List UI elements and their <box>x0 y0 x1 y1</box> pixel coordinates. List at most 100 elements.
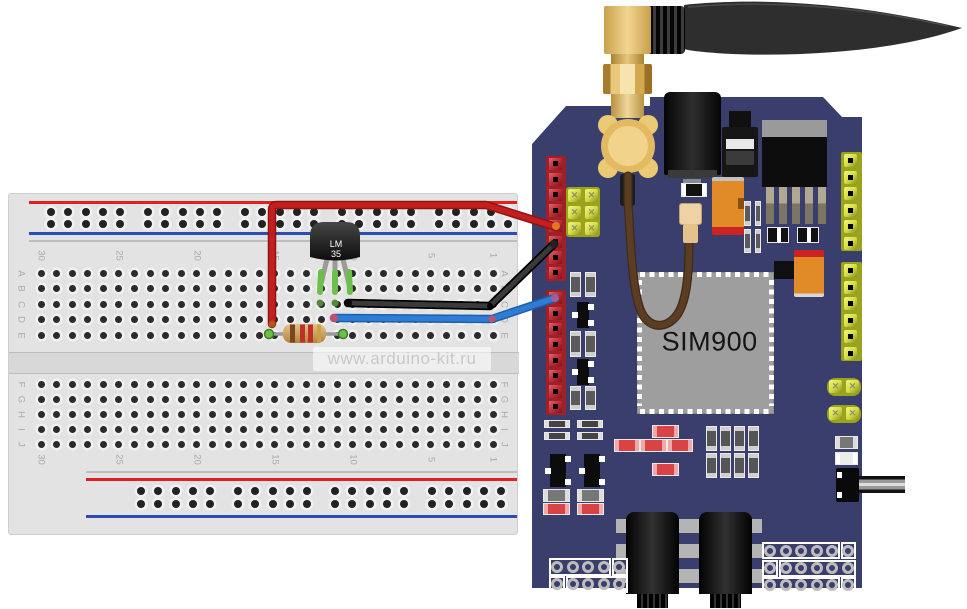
socket-hole <box>552 192 558 198</box>
breadboard-hole <box>302 440 310 448</box>
breadboard-hole <box>380 395 388 403</box>
smd-cap <box>853 437 857 448</box>
rail-hole <box>383 500 392 508</box>
breadboard-hole <box>99 300 107 308</box>
socket-face <box>844 154 857 167</box>
breadboard-hole <box>240 285 248 292</box>
breadboard-hole <box>411 285 419 292</box>
breadboard-hole <box>193 331 201 339</box>
breadboard-hole <box>473 425 481 433</box>
rail-hole <box>469 220 478 228</box>
smd-led <box>614 439 640 452</box>
rail-hole <box>407 220 416 228</box>
socket-cross: ✕ <box>570 223 579 234</box>
sot-pad <box>565 479 571 485</box>
socket-face: ✕ <box>568 189 581 202</box>
smd-resistor <box>706 453 717 478</box>
socket-face <box>548 188 562 202</box>
rail-hole <box>355 208 364 216</box>
smd-resistor <box>748 453 759 478</box>
socket-face <box>844 187 857 200</box>
through-hole-pad <box>779 544 792 557</box>
yellow-jumper: ✕✕ <box>827 378 861 396</box>
regulator-leg <box>818 187 826 224</box>
breadboard-hole <box>37 410 45 418</box>
breadboard-hole <box>286 300 294 308</box>
smd-cap <box>586 292 595 296</box>
breadboard-hole <box>442 410 450 418</box>
breadboard-hole <box>84 331 92 339</box>
breadboard-hole <box>146 380 154 388</box>
smd-cap <box>721 427 730 431</box>
socket-cross: ✕ <box>570 206 579 217</box>
smd-cap <box>586 273 595 277</box>
breadboard-hole <box>255 440 263 448</box>
socket-hole <box>552 254 558 260</box>
rail-hole <box>428 500 436 508</box>
socket-face: ✕ <box>585 222 598 236</box>
rail-hole <box>365 487 374 495</box>
breadboard-hole <box>349 425 357 433</box>
rail-hole <box>196 208 205 216</box>
sot-pad <box>599 456 605 462</box>
rail-hole <box>161 220 170 228</box>
header-socket <box>841 185 862 202</box>
audio-jack-leg <box>689 544 699 558</box>
smd-cap <box>586 405 595 409</box>
socket-cross: ✕ <box>831 408 840 418</box>
smd-cap <box>707 427 716 431</box>
rail-hole <box>178 220 187 228</box>
breadboard-hole <box>442 395 450 403</box>
wire-red <box>267 200 561 329</box>
socket-face <box>844 280 857 294</box>
header-socket <box>841 218 862 235</box>
header-socket <box>841 328 862 345</box>
smd-cap <box>662 440 666 451</box>
resistor-band-1 <box>290 324 295 343</box>
smd-cap <box>755 221 760 225</box>
smd-cap <box>653 464 657 475</box>
rail-hole <box>137 500 145 508</box>
breadboard-hole <box>302 285 310 292</box>
sot-pad <box>545 467 551 474</box>
through-hole-pad <box>597 577 610 590</box>
breadboard-hole <box>364 380 372 388</box>
breadboard-hole <box>115 425 123 433</box>
breadboard-hole <box>193 316 201 323</box>
breadboard-hole <box>240 410 248 418</box>
audio-jack-leg <box>616 519 626 533</box>
smd-resistor <box>744 201 751 226</box>
sim900-chip: SIM900 <box>637 272 774 414</box>
breadboard-hole <box>193 285 201 292</box>
through-hole-pad <box>841 578 854 591</box>
rail-hole <box>154 500 163 508</box>
breadboard-hole <box>411 425 419 433</box>
socket-hole <box>552 310 558 316</box>
rail-hole <box>348 487 357 495</box>
breadboard-hole <box>396 331 403 339</box>
rail-hole <box>47 208 55 216</box>
audio-jack-leg <box>752 519 762 533</box>
breadboard-hole <box>68 316 76 323</box>
breadboard-hole <box>255 410 263 418</box>
rail-hole <box>445 500 454 508</box>
breadboard-hole <box>99 410 107 418</box>
rail-hole <box>268 500 277 508</box>
breadboard-hole <box>99 285 107 292</box>
rail-hole <box>241 208 249 216</box>
breadboard-hole <box>380 440 388 448</box>
breadboard-hole <box>146 316 154 323</box>
breadboard-hole <box>489 395 497 403</box>
breadboard-hole <box>255 425 263 433</box>
breadboard-hole <box>115 331 123 339</box>
socket-face <box>844 330 857 343</box>
rail-hole <box>331 487 339 495</box>
chip-pins-right <box>769 280 774 406</box>
breadboard-hole <box>380 410 388 418</box>
breadboard-hole <box>489 285 497 292</box>
smd-resistor <box>720 453 731 478</box>
rail-hole <box>258 220 267 228</box>
rail-hole <box>400 487 409 495</box>
sot-pad <box>588 304 594 310</box>
